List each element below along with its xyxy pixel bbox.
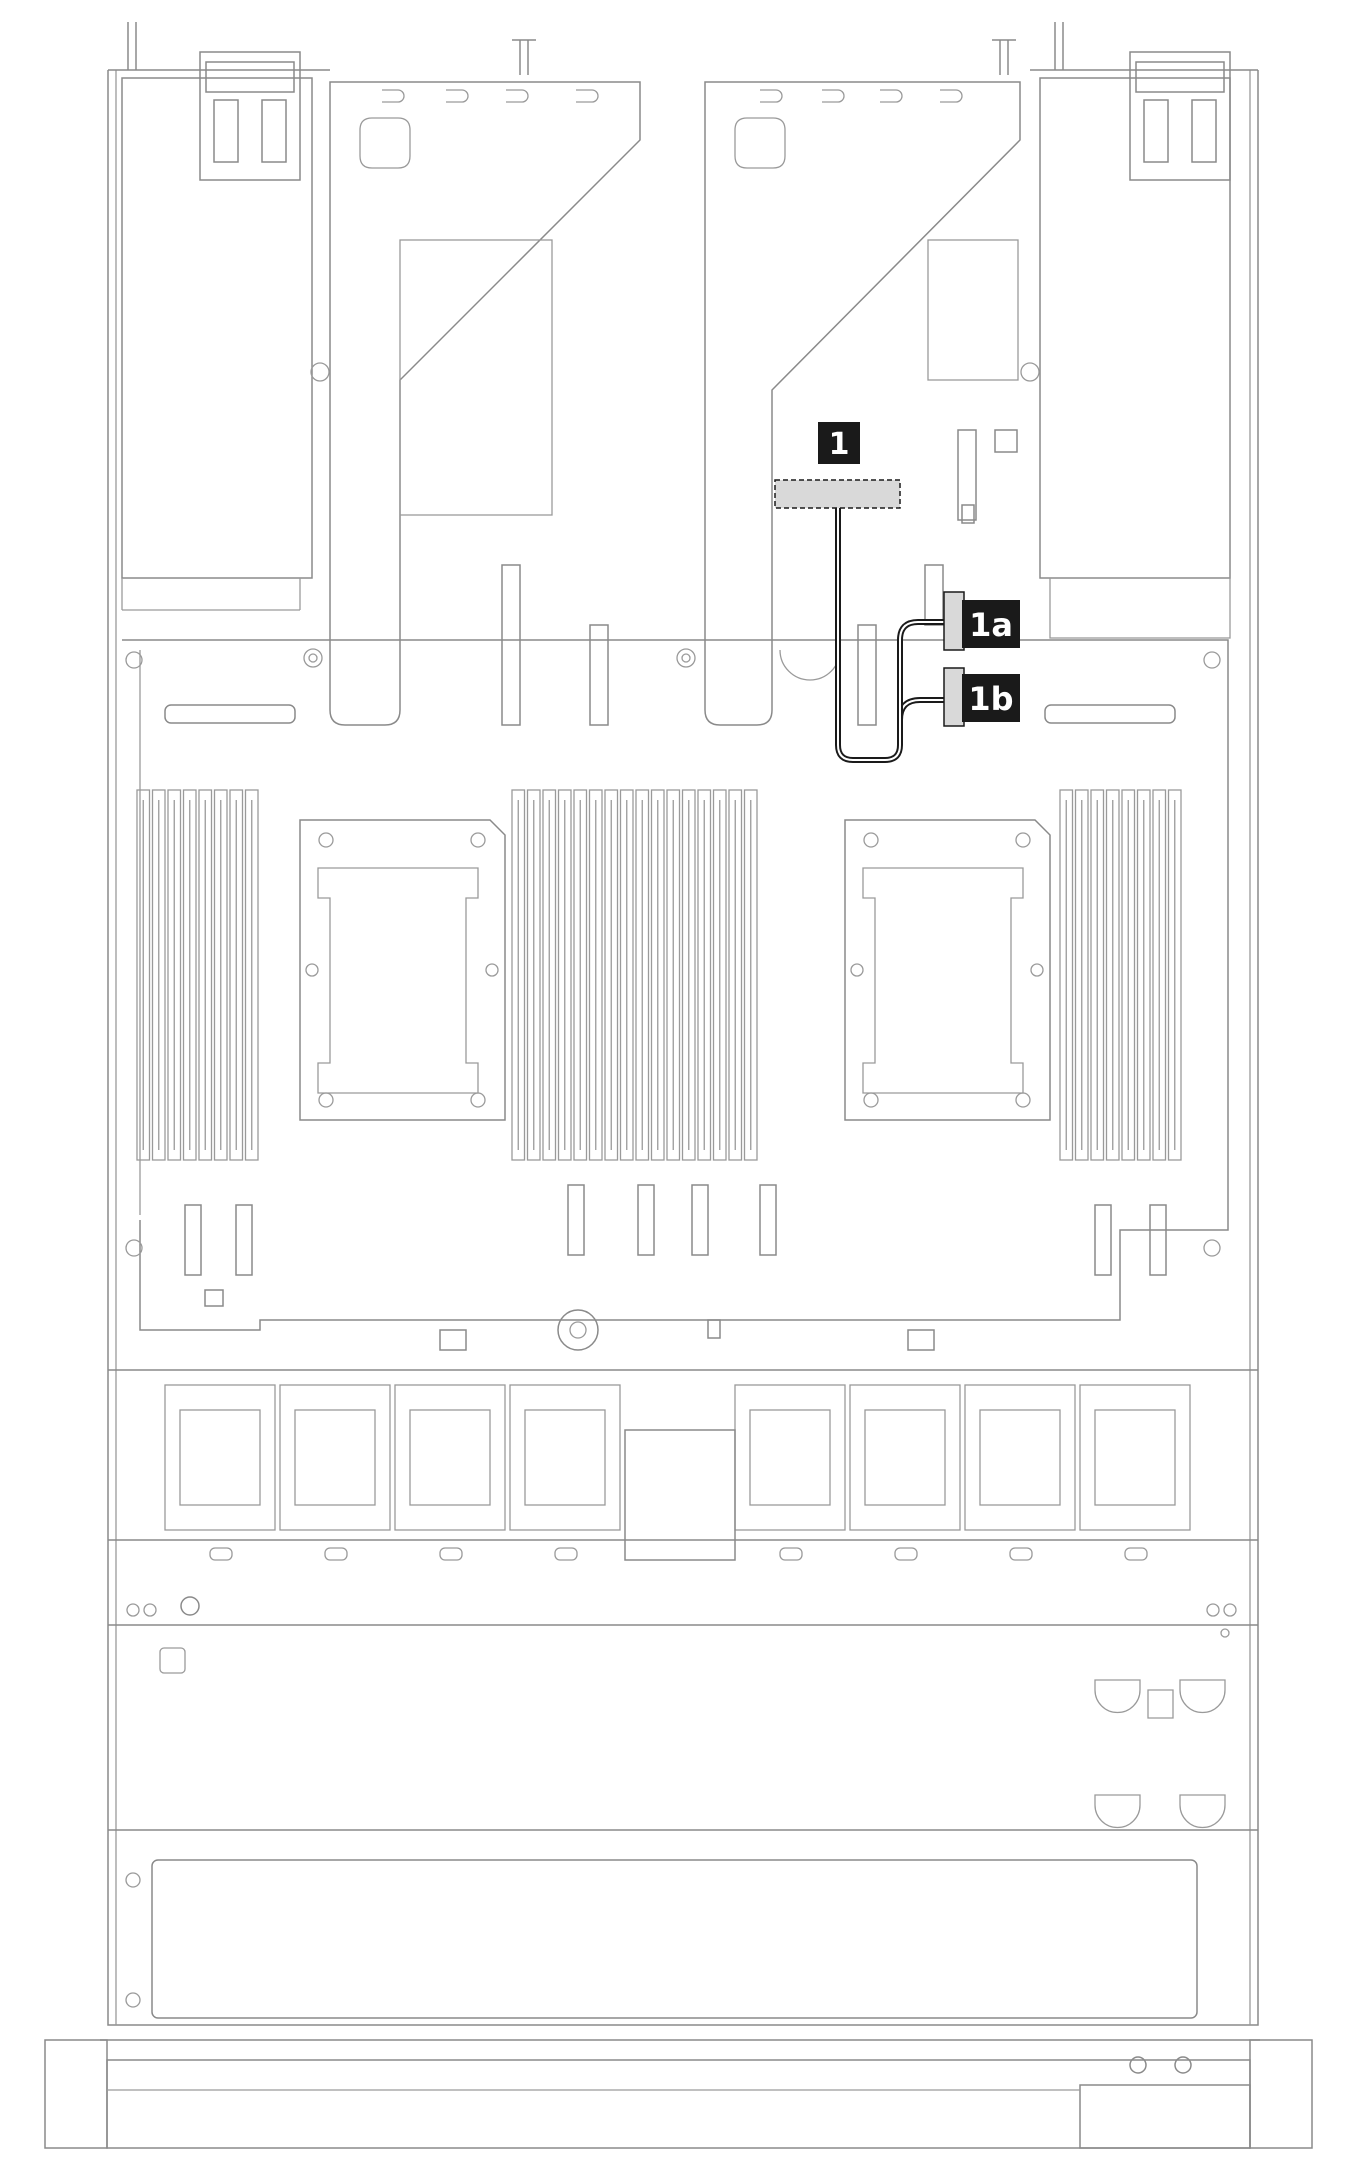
dimm-slot xyxy=(635,789,650,1161)
cable-route xyxy=(774,479,965,763)
psu-left xyxy=(121,51,313,611)
callout-1b: 1b xyxy=(962,674,1020,722)
callout-1a-box xyxy=(962,600,1020,648)
dimm-slot xyxy=(511,789,526,1161)
dimm-slot xyxy=(1074,789,1089,1161)
dimm-slot xyxy=(198,789,213,1161)
riser-right xyxy=(310,81,1040,726)
dimm-slot xyxy=(728,789,743,1161)
dimm-slot xyxy=(213,789,228,1161)
cpu-socket-left xyxy=(299,819,506,1121)
front-bezel xyxy=(44,2039,1313,2149)
dimm-slot xyxy=(229,789,244,1161)
dimm-slot xyxy=(244,789,259,1161)
fan-module xyxy=(1079,1384,1191,1561)
fan-module xyxy=(964,1384,1076,1561)
dimm-slot xyxy=(151,789,166,1161)
dimm-slot xyxy=(604,789,619,1161)
dimm-slot xyxy=(1121,789,1136,1161)
dimm-slot xyxy=(136,789,151,1161)
psu-right xyxy=(1039,51,1231,639)
fan-module xyxy=(849,1384,961,1561)
riser-connector xyxy=(774,479,901,509)
fan-cage-latch xyxy=(624,1429,736,1561)
nvme-connectors-row xyxy=(184,1184,1167,1351)
dimm-slot xyxy=(542,789,557,1161)
dimm-slot xyxy=(1167,789,1182,1161)
dimm-slot xyxy=(1090,789,1105,1161)
board-connector-1a xyxy=(943,591,965,651)
fan-module xyxy=(164,1384,276,1561)
dimm-slot xyxy=(666,789,681,1161)
fan-module xyxy=(394,1384,506,1561)
callout-1-box xyxy=(818,422,860,464)
dimm-slot xyxy=(182,789,197,1161)
callout-1b-box xyxy=(962,674,1020,722)
fan-module xyxy=(734,1384,846,1561)
dimm-slot xyxy=(1136,789,1151,1161)
dimm-slot xyxy=(1105,789,1120,1161)
dimm-slot xyxy=(557,789,572,1161)
fan-module xyxy=(509,1384,621,1561)
dimm-slot xyxy=(167,789,182,1161)
chassis-outline xyxy=(107,22,1259,2026)
dimm-slot xyxy=(588,789,603,1161)
dimm-slot xyxy=(743,789,758,1161)
dimm-slot xyxy=(681,789,696,1161)
dimm-slot xyxy=(697,789,712,1161)
dimm-banks xyxy=(136,789,1182,1161)
callout-1: 1 xyxy=(818,422,860,464)
callout-1a: 1a xyxy=(962,600,1020,648)
dimm-slot xyxy=(619,789,634,1161)
fan-module xyxy=(279,1384,391,1561)
dimm-slot xyxy=(712,789,727,1161)
fan-cage xyxy=(108,1369,1258,1561)
dimm-slot xyxy=(650,789,665,1161)
callout-1-label: 1 xyxy=(829,427,850,462)
callout-1a-label: 1a xyxy=(969,606,1013,644)
riser-left xyxy=(303,81,641,726)
dimm-slot xyxy=(1152,789,1167,1161)
system-board xyxy=(122,429,1229,1331)
board-connector-1b xyxy=(943,667,965,727)
dimm-slot xyxy=(573,789,588,1161)
cpu-socket-right xyxy=(844,819,1051,1121)
dimm-slot xyxy=(1059,789,1074,1161)
callout-1b-label: 1b xyxy=(968,680,1013,718)
front-bay-area xyxy=(108,1596,1258,2019)
dimm-slot xyxy=(526,789,541,1161)
